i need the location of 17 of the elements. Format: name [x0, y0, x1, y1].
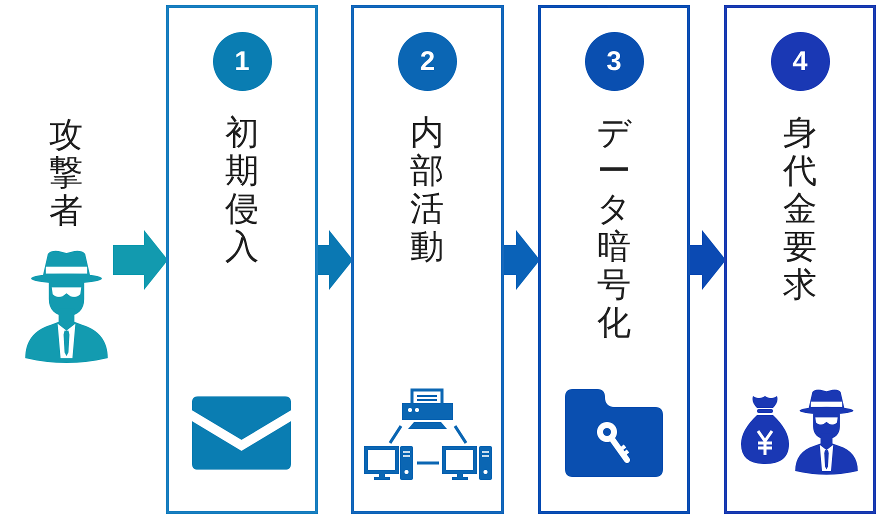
step-label: 身代金要求: [782, 114, 818, 304]
step-label: 初期侵入: [224, 114, 260, 266]
step-label: データ暗号化: [596, 114, 633, 342]
step-panel: [166, 5, 318, 514]
actor-label: 攻撃者: [48, 116, 84, 230]
step-panel: [351, 5, 504, 514]
step-panel: [724, 5, 876, 514]
block-arrow: [113, 230, 168, 290]
step-number-badge: 1: [212, 32, 272, 91]
step-label: 内部活動: [409, 114, 445, 266]
step-number-badge: 2: [398, 32, 457, 91]
step-panel: [538, 5, 690, 514]
step-number-badge: 4: [770, 32, 830, 91]
step-number-badge: 3: [584, 32, 644, 91]
block-arrow: [504, 230, 540, 290]
block-arrow: [318, 230, 353, 290]
block-arrow: [690, 230, 726, 290]
